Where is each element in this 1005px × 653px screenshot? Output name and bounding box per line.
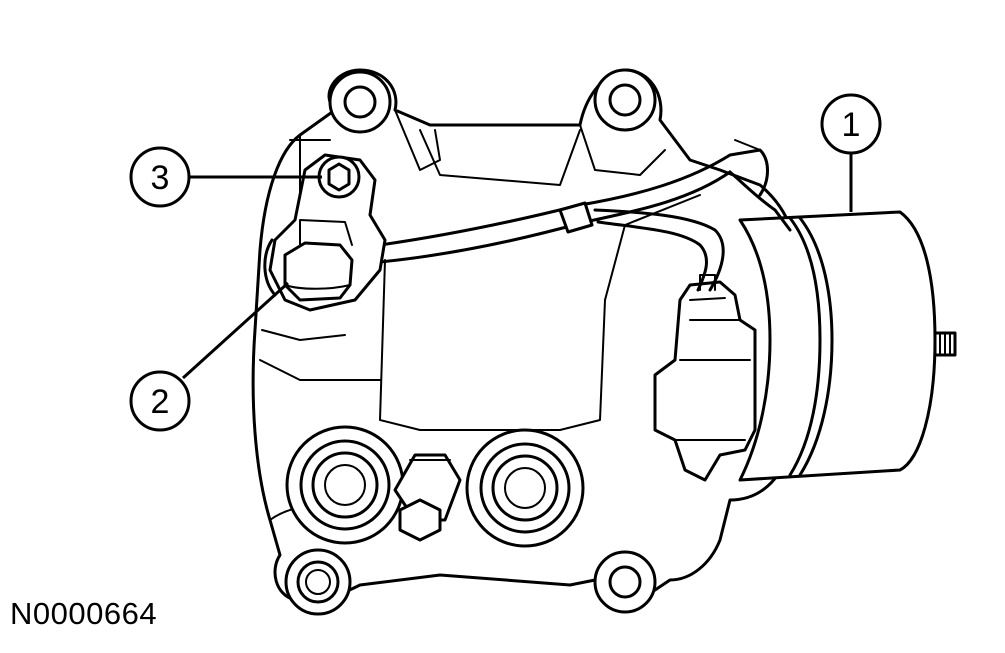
callout-1-circle	[820, 93, 882, 155]
callout-2-number: 2	[151, 383, 170, 421]
suction-port	[285, 425, 405, 545]
mounting-ear-bottom-right	[593, 550, 657, 614]
switch-bolt	[317, 155, 361, 199]
clutch-connector	[653, 274, 757, 482]
figure-id-label: N0000664	[10, 596, 158, 631]
pressure-switch-bracket	[263, 153, 387, 312]
mounting-ear-top-left	[328, 70, 392, 134]
callout-2-circle	[129, 370, 191, 432]
callout-1-number: 1	[842, 106, 861, 144]
mounting-ear-bottom-left	[284, 548, 352, 616]
wire-harness	[378, 139, 792, 292]
discharge-port	[465, 428, 585, 548]
mounting-ear-top-right	[593, 68, 657, 132]
callout-3-number: 3	[151, 159, 170, 197]
center-bolt	[393, 453, 462, 542]
callout-3-circle	[129, 146, 191, 208]
callout-2-leader	[181, 281, 290, 380]
clutch-pulley	[738, 210, 957, 482]
